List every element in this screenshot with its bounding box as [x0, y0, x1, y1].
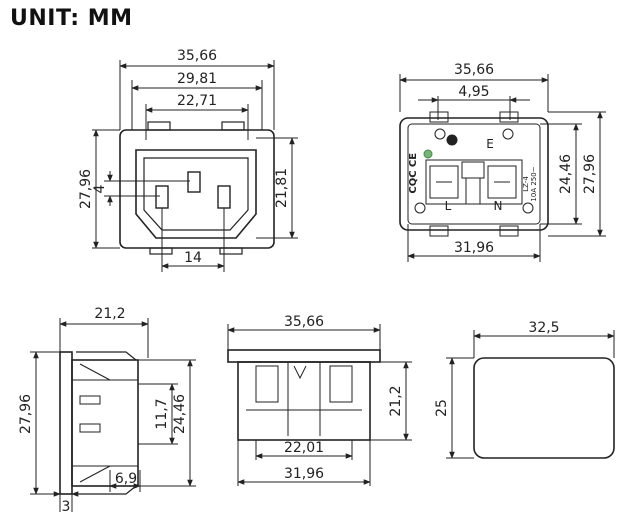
top-body-width-label: 31,96	[284, 466, 324, 482]
side-body	[71, 359, 139, 487]
side-snap-height-label: 11,7	[154, 398, 170, 429]
top-body	[237, 361, 371, 441]
socket-outer	[135, 149, 257, 239]
cutout-outline	[473, 357, 615, 459]
top-flange	[227, 349, 381, 363]
top-depth-label: 21,2	[388, 385, 404, 416]
rear-inner-body	[407, 123, 541, 225]
top-inner-width-label: 22,01	[284, 440, 324, 456]
rear-outer-body	[399, 117, 549, 231]
snap-top	[76, 351, 137, 361]
model-mark: LZ-4	[522, 176, 530, 192]
rear-hole-br	[522, 202, 534, 214]
snap-bottom	[76, 485, 137, 495]
rear-earth-terminal	[446, 134, 458, 146]
rear-width-overall-label: 35,66	[454, 62, 494, 78]
rear-hole-tl	[434, 128, 446, 140]
pin-line	[155, 185, 169, 209]
front-pin-spacing-label: 14	[184, 250, 202, 266]
cqc-mark: CQC	[408, 170, 419, 193]
front-width-flange-label: 29,81	[177, 71, 217, 87]
front-width-opening-label: 22,71	[177, 93, 217, 109]
rear-hole-bl	[414, 202, 426, 214]
side-height-label: 27,96	[18, 394, 34, 434]
rear-view-labels: 35,66 4,95 24,46 27,96 31,96 E L N 10A 2…	[408, 62, 598, 256]
front-width-overall-label: 35,66	[177, 48, 217, 64]
rear-view	[399, 74, 606, 262]
terminal-line-label: L	[445, 199, 452, 213]
rear-height-overall-label: 27,96	[582, 154, 598, 194]
unit-title: UNIT: MM	[10, 6, 133, 31]
front-height-body-label: 21,81	[274, 168, 290, 208]
rear-height-inner-label: 24,46	[558, 154, 574, 194]
front-view	[92, 60, 298, 272]
terminal-earth-label: E	[486, 137, 494, 151]
front-view-labels: 35,66 29,81 22,71 27,96 4 21,81 14	[78, 48, 290, 266]
side-view	[30, 318, 196, 512]
side-inner-height-label: 24,46	[172, 394, 188, 434]
top-view	[227, 324, 412, 486]
rear-body-width-label: 31,96	[454, 240, 494, 256]
side-flange-thickness-label: 3	[62, 499, 71, 515]
side-flange	[59, 351, 73, 495]
side-panel-gap-label: 6,9	[115, 471, 137, 487]
rear-slot-width-label: 4,95	[458, 84, 489, 100]
front-height-overall-label: 27,96	[78, 169, 94, 209]
cutout-height-label: 25	[434, 399, 450, 417]
terminal-block-neutral	[487, 165, 517, 199]
front-pin-offset-label: 4	[92, 184, 108, 193]
panel-cutout	[446, 330, 615, 459]
terminal-neutral-label: N	[494, 199, 503, 213]
cutout-width-label: 32,5	[528, 320, 559, 336]
rating-mark: 10A 250~	[530, 166, 538, 201]
top-width-label: 35,66	[284, 314, 324, 330]
side-view-labels: 21,2 27,96 11,7 24,46 3 6,9	[18, 306, 188, 515]
pin-earth	[187, 171, 201, 193]
socket-inner	[143, 157, 249, 231]
terminal-block-line	[429, 165, 459, 199]
terminal-block-earth	[461, 161, 485, 179]
rear-hole-tr	[502, 128, 514, 140]
side-depth-label: 21,2	[94, 306, 125, 322]
pin-neutral	[217, 185, 231, 209]
panel-cutout-labels: 32,5 25	[434, 320, 560, 417]
front-outer-body	[119, 129, 275, 249]
ce-mark: CE	[408, 153, 419, 167]
top-view-labels: 35,66 21,2 22,01 31,96	[284, 314, 404, 482]
